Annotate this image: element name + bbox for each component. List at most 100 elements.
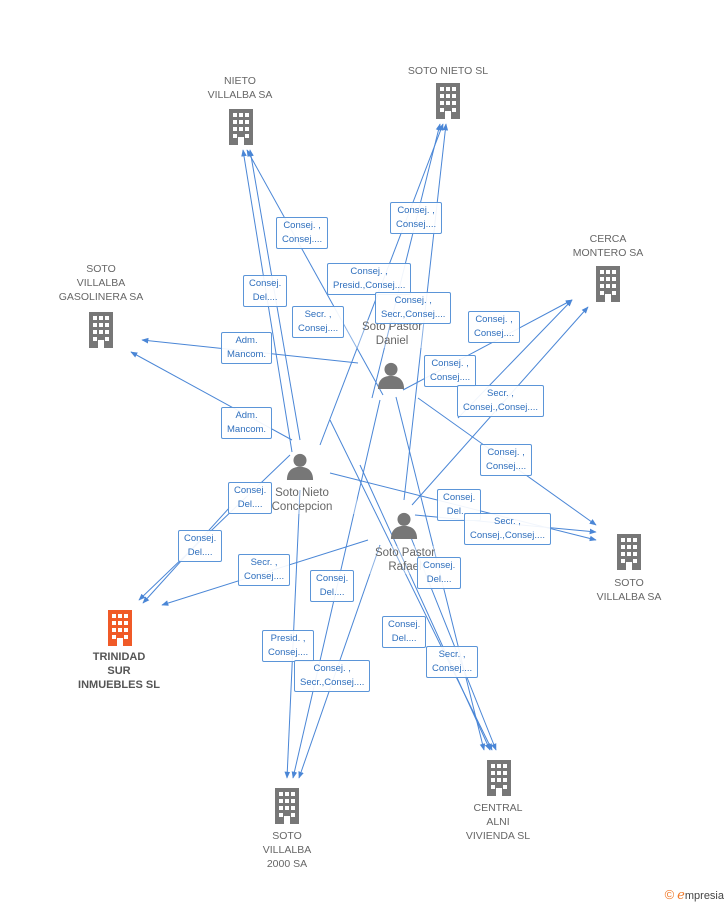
edge-label-line: Consej....: [430, 372, 471, 383]
company-label-soto-gasolinera[interactable]: SOTO VILLALBA GASOLINERA SA: [41, 262, 161, 304]
edge-label-box[interactable]: Consej.Del....: [417, 557, 462, 589]
building-icon[interactable]: [617, 534, 641, 570]
edge-label-box[interactable]: Consej. ,Consej....: [468, 311, 521, 343]
person-label-line: Rafael: [388, 561, 422, 573]
person-label-line: Daniel: [375, 335, 409, 347]
company-label-line: CERCA: [589, 233, 627, 245]
person-icon[interactable]: [286, 453, 314, 480]
edge-label-line: Consej. ,: [397, 205, 435, 216]
edge-label-line: Secr. ,: [438, 649, 466, 660]
edge-label-line: Consej.,Consej....: [463, 402, 538, 413]
edge-label-line: Consej. ,: [283, 220, 321, 231]
edge-label-line: Secr.,Consej....: [300, 677, 365, 688]
edge-label-line: Del....: [391, 633, 417, 644]
edge-label-box[interactable]: Consej. ,Consej....: [480, 444, 533, 476]
company-label-line: GASOLINERA SA: [58, 291, 144, 303]
edge-label-box[interactable]: Consej. Del....: [310, 570, 355, 602]
edge-label-line: Consej....: [244, 571, 285, 582]
company-label-line: SOTO: [86, 263, 116, 275]
edge-label-line: Del....: [319, 587, 345, 598]
building-icon[interactable]: [487, 760, 511, 796]
edge-label-box[interactable]: Consej. , Consej....: [424, 355, 477, 387]
building-icon[interactable]: [89, 312, 113, 348]
edge-label-line: Secr. ,: [304, 309, 332, 320]
company-label-line: VILLALBA SA: [596, 591, 662, 603]
building-icon[interactable]: [436, 83, 460, 119]
building-icon[interactable]: [229, 109, 253, 145]
person-label-line: Soto Pastor: [361, 321, 423, 333]
company-label-line: TRINIDAD: [92, 651, 146, 663]
edge-label-box[interactable]: Consej. , Secr.,Consej....: [375, 292, 452, 324]
company-label-line: SOTO: [272, 830, 302, 842]
edge-line: [246, 149, 384, 396]
edge-line: [359, 464, 491, 751]
edge-label-box[interactable]: Consej. ,Presid.,Consej....: [327, 263, 412, 295]
company-label-line: ALNI: [486, 816, 510, 828]
edge-label-box[interactable]: Secr. , Consej....: [292, 306, 345, 338]
edge-label-line: Presid. ,: [270, 633, 306, 644]
person-icon[interactable]: [390, 512, 418, 539]
edge-label-line: Del....: [187, 547, 213, 558]
edge-label-line: Consej....: [396, 219, 437, 230]
building-icon[interactable]: [275, 788, 299, 824]
edge-label-line: Consej....: [432, 663, 473, 674]
edge-label-line: Secr.,Consej....: [381, 309, 446, 320]
edge-label-line: Consej.: [423, 560, 456, 571]
edge-label-box[interactable]: Consej. , Consej....: [390, 202, 443, 234]
edge-label-box[interactable]: Presid. ,Consej....: [262, 630, 315, 662]
node-icons: [89, 83, 641, 824]
edge-label-box[interactable]: Secr. , Consej....: [426, 646, 479, 678]
person-label-line: Soto Pastor: [374, 547, 436, 559]
edge-label-box[interactable]: Consej.Del....: [243, 275, 288, 307]
edge-label-box[interactable]: Consej. ,Secr.,Consej....: [294, 660, 371, 692]
person-label-line: Soto Nieto: [275, 487, 329, 499]
company-label-cerca-montero[interactable]: CERCA MONTERO SA: [548, 232, 668, 260]
edge-label-line: Secr. ,: [487, 388, 514, 399]
company-label-line: SUR: [107, 665, 131, 677]
company-label-line: VILLALBA: [76, 277, 126, 289]
edge-label-line: Secr. ,: [494, 516, 521, 527]
building-icon[interactable]: [108, 610, 132, 646]
edge-label-box[interactable]: Consej. , Consej....: [276, 217, 329, 249]
edge-label-box[interactable]: Consej.Del....: [178, 530, 223, 562]
edge-label-line: Adm.: [235, 410, 258, 421]
company-label-soto-2000[interactable]: SOTO VILLALBA 2000 SA: [227, 829, 347, 871]
edge-label-box[interactable]: Adm.Mancom.: [221, 407, 273, 439]
company-label-line: NIETO: [224, 75, 256, 87]
company-label-soto-nieto[interactable]: SOTO NIETO SL: [388, 64, 508, 78]
edge-label-box[interactable]: Consej.Del....: [228, 482, 273, 514]
brand-logo-letter: e: [677, 888, 685, 903]
edge-label-line: Consej. ,: [431, 358, 469, 369]
person-icon[interactable]: [377, 362, 405, 389]
edge-label-line: Del....: [252, 292, 278, 303]
edge-label-line: Consej. ,: [394, 295, 432, 306]
edge-label-line: Secr. ,: [250, 557, 278, 568]
company-label-line: MONTERO SA: [572, 247, 644, 259]
company-label-trinidad[interactable]: TRINIDAD SUR INMUEBLES SL: [59, 650, 179, 692]
company-label-line: INMUEBLES SL: [78, 679, 160, 691]
edge-label-box[interactable]: Secr. , Consej.,Consej....: [457, 385, 544, 417]
building-icon[interactable]: [596, 266, 620, 302]
edge-label-box[interactable]: Secr. , Consej....: [238, 554, 291, 586]
edge-label-box[interactable]: Adm.Mancom.: [221, 332, 273, 364]
edge-label-box[interactable]: Consej. Del....: [382, 616, 427, 648]
company-label-line: 2000 SA: [266, 858, 308, 870]
edge-label-line: Presid.,Consej....: [333, 280, 406, 291]
edge-label-box[interactable]: Secr. ,Consej.,Consej....: [464, 513, 551, 545]
edge-label-line: Consej.: [388, 619, 421, 630]
company-label-line: VILLALBA: [262, 844, 312, 856]
edge-label-line: Consej....: [298, 323, 339, 334]
brand-watermark: ©empresia: [665, 887, 724, 903]
edge-label-line: Consej....: [282, 234, 323, 245]
person-label-line: Concepcion: [271, 501, 333, 513]
edge-label-line: Consej.: [316, 573, 349, 584]
company-label-line: SOTO NIETO SL: [407, 65, 489, 77]
edge-label-line: Consej.: [443, 492, 476, 503]
edge-label-line: Mancom.: [227, 349, 267, 360]
edge-label-line: Consej....: [486, 461, 527, 472]
